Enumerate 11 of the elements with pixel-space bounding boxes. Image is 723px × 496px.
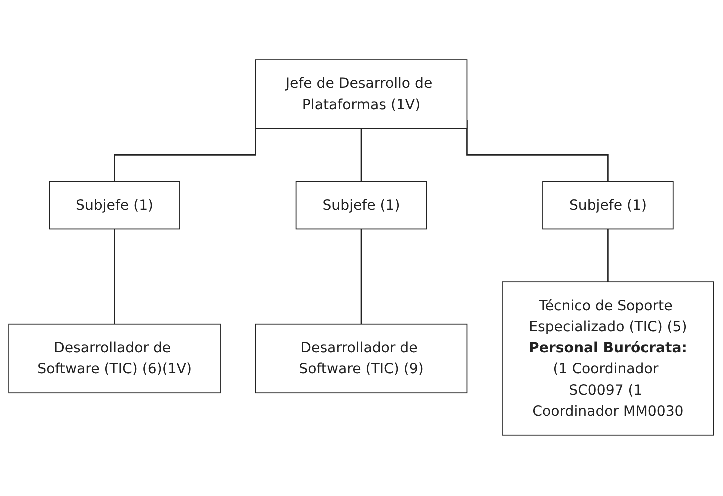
node-box: Desarrollador de Software (TIC) (9): [255, 324, 468, 394]
node-box: Subjefe (1): [49, 181, 180, 230]
connector: [608, 230, 609, 284]
connector: [360, 129, 362, 183]
connector: [360, 230, 362, 326]
node-box: Técnico de Soporte Especializado (TIC) (5) Personal Burócrata: (1 Coordinador SC0097 (1 Coordinador MM0030: [502, 282, 714, 436]
connector: [114, 230, 116, 326]
node-box: Desarrollador de Software (TIC) (6)(1V): [8, 324, 221, 394]
node-box: Jefe de Desarrollo de Plataformas (1V): [255, 60, 468, 130]
node-box: Subjefe (1): [542, 181, 674, 230]
node-box: Subjefe (1): [296, 181, 428, 230]
